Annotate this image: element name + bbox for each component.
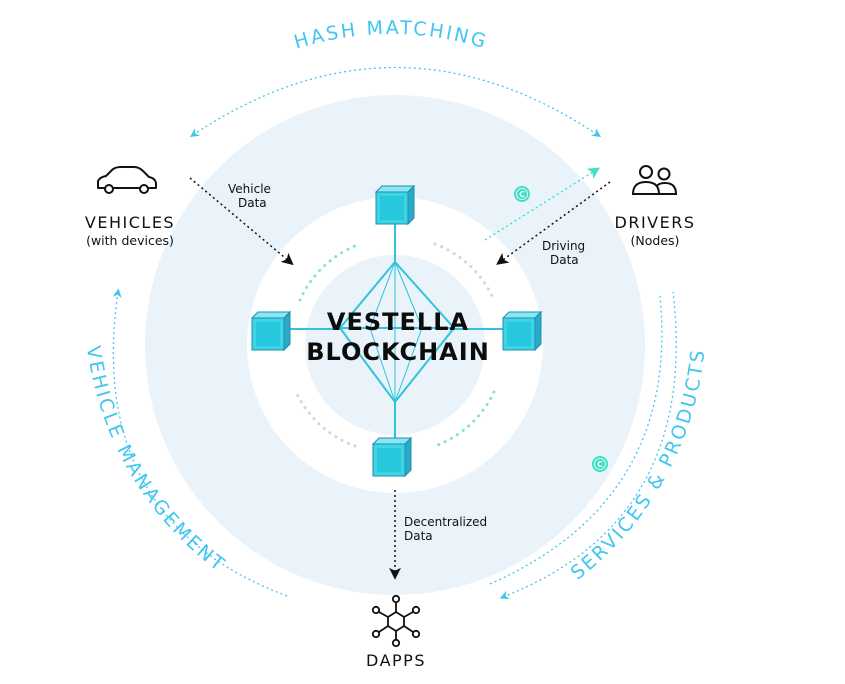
network-hub-icon	[371, 594, 421, 648]
vehicles-title: VEHICLES	[85, 213, 175, 232]
cube-left	[250, 310, 292, 352]
vehicles-subtitle: (with devices)	[86, 233, 174, 248]
reward-arrow	[484, 167, 601, 241]
vehicle-data-label-line1: Vehicle	[228, 182, 271, 196]
dapps-title: DAPPS	[366, 651, 426, 670]
dotted-ring	[294, 242, 496, 448]
coin-icon: C	[514, 186, 530, 202]
services-outer-arrow	[499, 291, 677, 600]
arc-label-hash-matching: HASH MATCHING	[291, 17, 490, 54]
vehicle-data-arrow	[189, 177, 294, 266]
coin-icon: C	[592, 456, 608, 472]
people-icon	[631, 165, 678, 195]
hash-matching-arrow	[189, 66, 602, 138]
center-title-line1: VESTELLA	[327, 308, 469, 336]
drivers-subtitle: (Nodes)	[631, 233, 680, 248]
driving-data-label-line2: Data	[550, 253, 579, 267]
outer-arrows	[112, 66, 677, 600]
drivers-title: DRIVERS	[615, 213, 696, 232]
cube-top	[374, 184, 416, 226]
car-icon	[97, 166, 157, 194]
decentralized-data-label-line1: Decentralized	[404, 515, 487, 529]
blockchain-crystal	[285, 224, 505, 440]
svg-text:C: C	[519, 190, 525, 199]
decentralized-data-label-line2: Data	[404, 529, 433, 543]
vehicle-management-arrow	[112, 288, 288, 597]
vehicle-data-label-line2: Data	[238, 196, 267, 210]
cube-right	[501, 310, 543, 352]
services-inner-arrow	[489, 295, 663, 585]
center-title-line2: BLOCKCHAIN	[306, 338, 490, 366]
driving-data-label-line1: Driving	[542, 239, 585, 253]
svg-text:C: C	[597, 460, 603, 469]
cube-bottom	[371, 436, 413, 478]
